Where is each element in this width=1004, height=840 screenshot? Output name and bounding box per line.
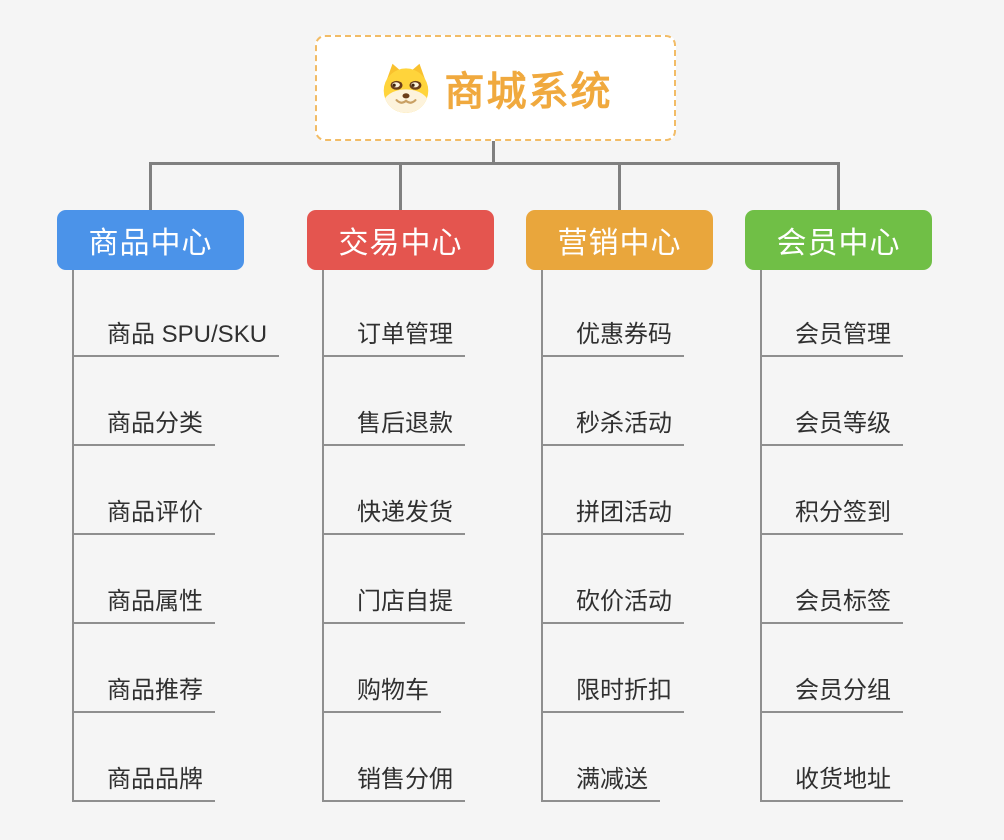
child-node[interactable]: 快递发货 — [323, 498, 465, 535]
branch-drop-connector — [149, 162, 152, 210]
branch-drop-connector — [399, 162, 402, 210]
branch-drop-connector — [837, 162, 840, 210]
branch-node-member-center[interactable]: 会员中心 — [745, 210, 932, 270]
child-node[interactable]: 购物车 — [323, 676, 441, 713]
child-node[interactable]: 会员管理 — [761, 320, 903, 357]
child-node[interactable]: 售后退款 — [323, 409, 465, 446]
branch-spine — [541, 270, 543, 802]
branch-node-trade-center[interactable]: 交易中心 — [307, 210, 494, 270]
child-node[interactable]: 商品分类 — [73, 409, 215, 446]
child-node[interactable]: 门店自提 — [323, 587, 465, 624]
child-node[interactable]: 订单管理 — [323, 320, 465, 357]
child-node[interactable]: 会员等级 — [761, 409, 903, 446]
branch-node-product-center[interactable]: 商品中心 — [57, 210, 244, 270]
branch-spine — [760, 270, 762, 802]
child-node[interactable]: 商品属性 — [73, 587, 215, 624]
child-node[interactable]: 会员标签 — [761, 587, 903, 624]
child-node[interactable]: 秒杀活动 — [542, 409, 684, 446]
branch-spine — [322, 270, 324, 802]
child-node[interactable]: 会员分组 — [761, 676, 903, 713]
branch-drop-connector — [618, 162, 621, 210]
child-node[interactable]: 商品品牌 — [73, 765, 215, 802]
child-node[interactable]: 拼团活动 — [542, 498, 684, 535]
branch-spine — [72, 270, 74, 802]
child-node[interactable]: 销售分佣 — [323, 765, 465, 802]
child-node[interactable]: 商品 SPU/SKU — [73, 320, 280, 357]
child-node[interactable]: 积分签到 — [761, 498, 903, 535]
child-node[interactable]: 商品评价 — [73, 498, 215, 535]
child-node[interactable]: 砍价活动 — [542, 587, 684, 624]
child-node[interactable]: 优惠券码 — [542, 320, 684, 357]
root-stem-connector — [492, 139, 495, 165]
root-node-mall-system[interactable]: 商城系统 — [315, 35, 676, 141]
child-node[interactable]: 限时折扣 — [542, 676, 684, 713]
branch-node-marketing-center[interactable]: 营销中心 — [526, 210, 713, 270]
child-node[interactable]: 商品推荐 — [73, 676, 215, 713]
child-node[interactable]: 收货地址 — [761, 765, 903, 802]
root-title: 商城系统 — [444, 70, 613, 114]
shiba-dog-icon — [383, 63, 428, 113]
child-node[interactable]: 满减送 — [542, 765, 660, 802]
branch-bus-connector — [149, 162, 840, 165]
